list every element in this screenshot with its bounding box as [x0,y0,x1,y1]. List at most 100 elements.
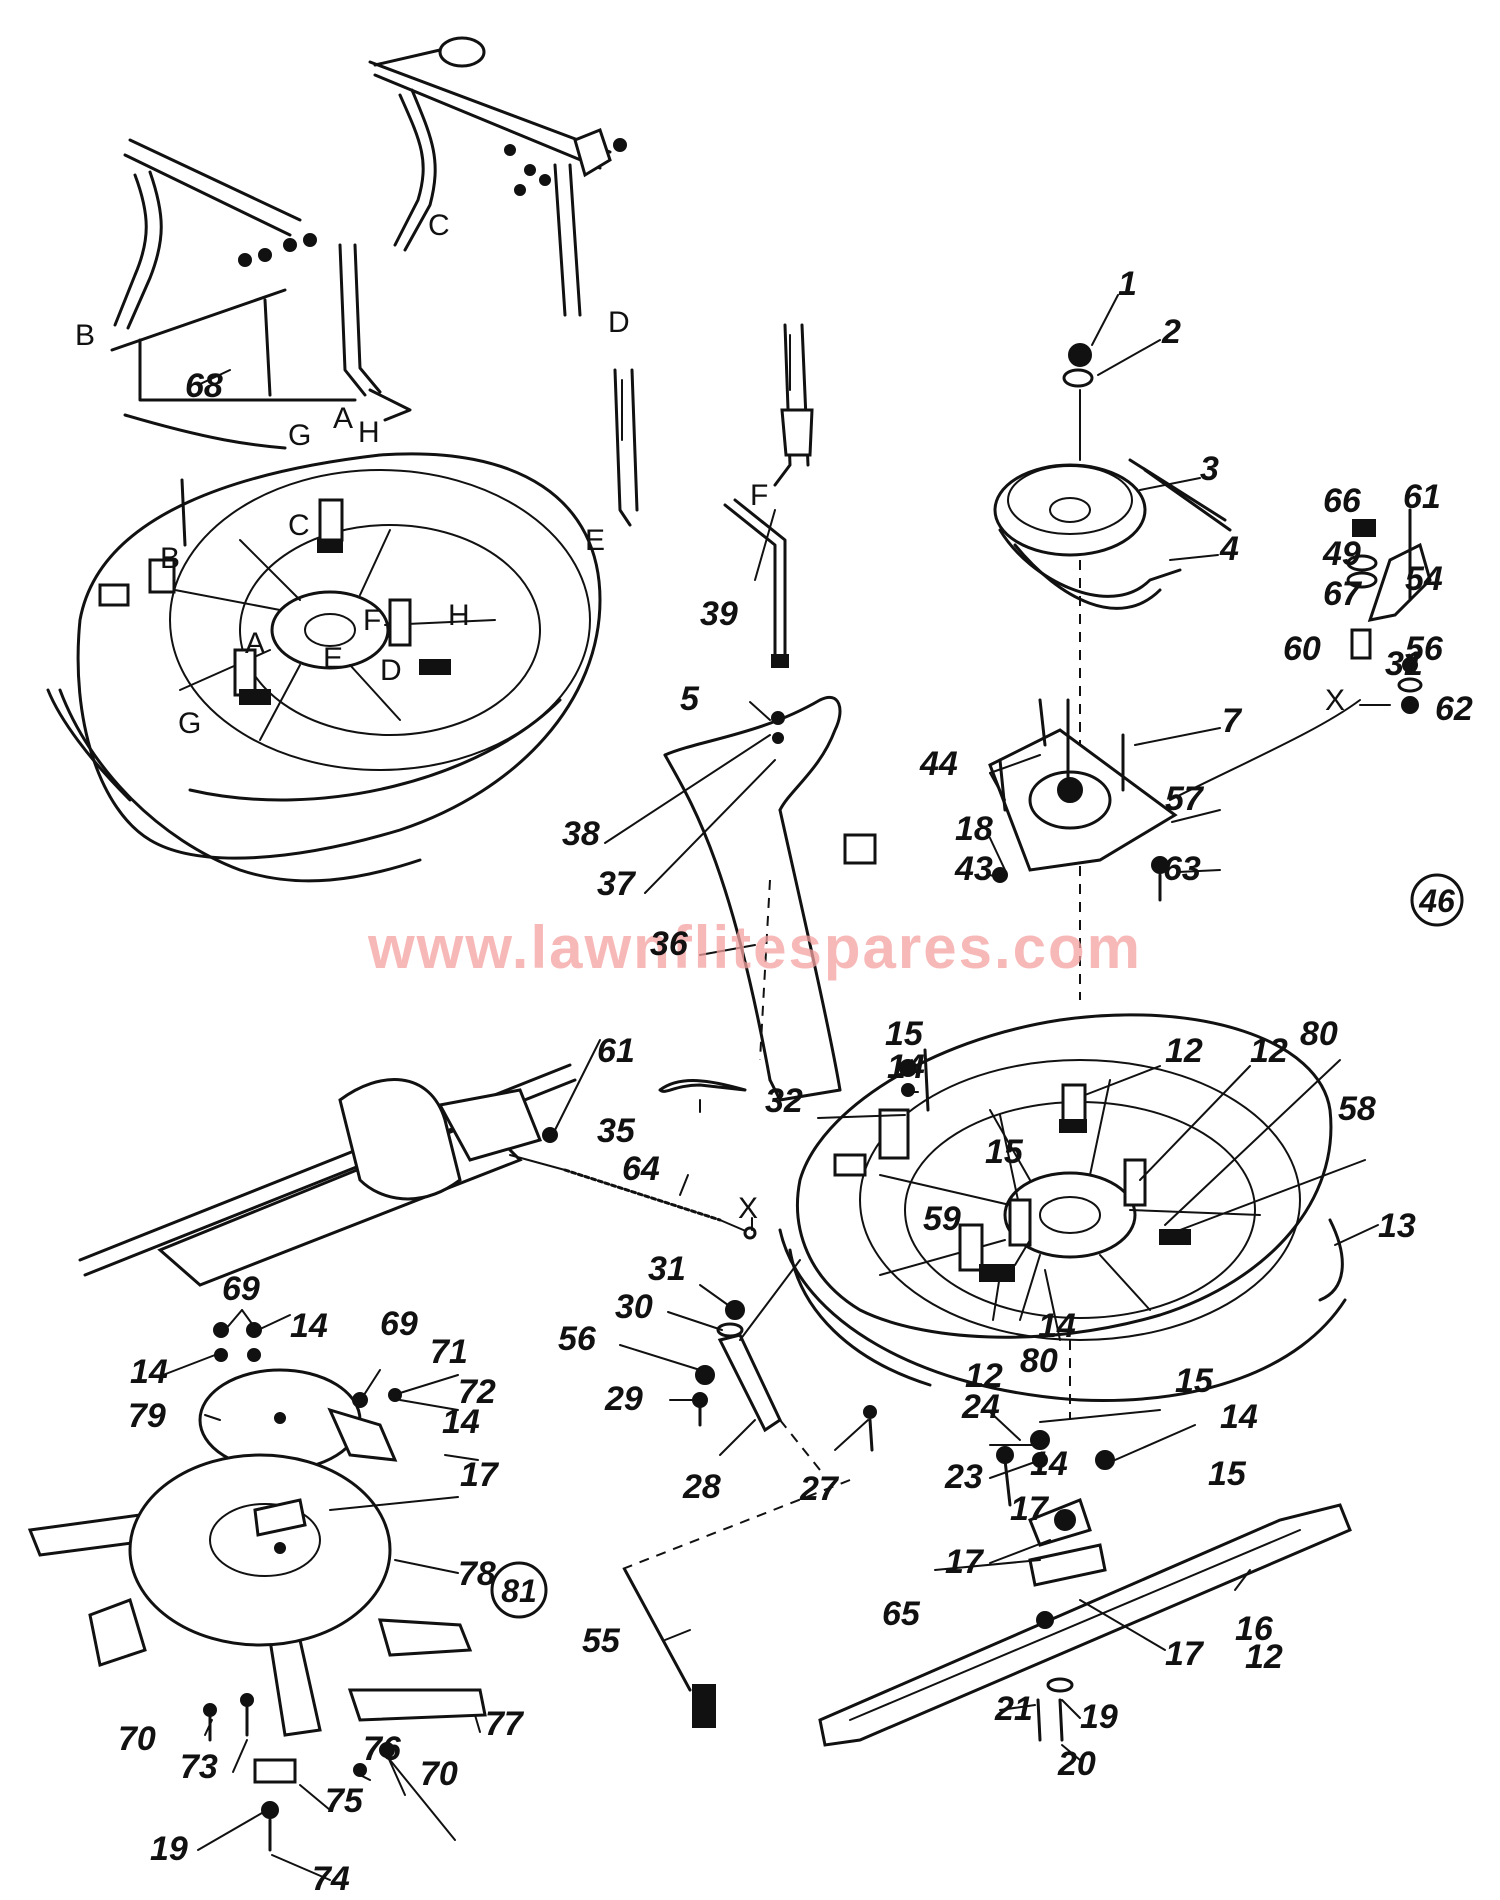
part-label: 4 [1219,530,1239,568]
letter-label: G [178,707,201,740]
part-label: 5 [680,680,700,718]
part-label: 17 [1165,1635,1205,1673]
part-label: 73 [180,1748,218,1786]
part-label: 7 [1222,702,1243,740]
spindle-mount-plate [988,698,1178,902]
letter-label: A [333,402,353,435]
part-labels: 1 2 3 4 5 7 12 12 12 12 13 14 14 14 14 1… [118,265,1473,1898]
idler-arm-hardware [1169,508,1432,801]
part-label: 23 [944,1458,983,1496]
part-label: 56 [558,1320,597,1358]
part-label: 57 [1165,780,1205,818]
part-label: 79 [128,1397,166,1435]
part-label: 12 [965,1357,1003,1395]
leader-lines [162,294,1391,1881]
letter-label: X [738,1192,758,1225]
part-label: 68 [185,367,223,405]
part-label: 38 [562,815,600,853]
height-adjust-linkage [110,36,627,450]
part-label: 72 [458,1373,496,1411]
part-label: 80 [1300,1015,1338,1053]
letter-label: C [428,209,450,242]
part-label: 56 [1405,630,1444,668]
letter-label: F [750,479,768,512]
part-label: 43 [954,850,993,888]
part-label: 60 [1283,630,1321,668]
part-label: 2 [1161,313,1181,351]
part-label: 16 [1235,1610,1274,1648]
letter-label: H [358,416,380,449]
part-label: 28 [682,1468,721,1506]
part-label: 66 [1323,482,1362,520]
part-label: 15 [1208,1455,1247,1493]
part-label: 37 [597,865,637,903]
part-label: 65 [882,1595,921,1633]
part-label: 78 [458,1555,496,1593]
part-label: 12 [1245,1638,1283,1676]
letter-labels: A A B B C C D D E E F F G G H H X X [75,209,1345,1225]
part-label: 35 [597,1112,636,1150]
letter-label: B [75,319,95,352]
single-blade-assembly [818,1340,1352,1747]
pulley-and-belt [993,343,1232,1000]
engagement-lever [723,498,789,744]
height-rods [613,323,814,527]
part-label: 36 [650,925,689,963]
part-label: 3 [1200,450,1219,488]
part-label: 15 [1175,1362,1214,1400]
part-label: 14 [442,1403,480,1441]
part-label: 49 [1322,535,1361,573]
letter-label: D [608,306,630,339]
part-label: 21 [994,1690,1033,1728]
letter-label: H [448,599,470,632]
part-label: 67 [1323,575,1363,613]
letter-label: G [288,419,311,452]
letter-label: E [323,642,343,675]
part-label: 18 [955,810,993,848]
part-label: 15 [985,1133,1024,1171]
blade-assembly-number-badge: 81 [490,1561,548,1619]
part-label: 55 [582,1622,621,1660]
part-label: 14 [1220,1398,1258,1436]
letter-label: D [380,654,402,687]
part-label: 14 [130,1353,168,1391]
part-label: 14 [1038,1307,1076,1345]
mower-deck-housing-upper [46,452,602,883]
part-label: 14 [1030,1445,1068,1483]
part-label: 12 [1250,1032,1288,1070]
part-label: 58 [1338,1090,1376,1128]
diagram-number: 46 [1418,883,1455,919]
part-label: 14 [887,1048,925,1086]
part-label: 30 [615,1288,653,1326]
part-label: 62 [1435,690,1473,728]
multi-blade-assembly [27,1322,487,1852]
part-label: 71 [430,1333,468,1371]
part-label: 15 [885,1015,924,1053]
part-label: 70 [118,1720,156,1758]
part-label: 61 [1403,478,1441,516]
part-label: 80 [1020,1342,1058,1380]
part-label: 31 [648,1250,686,1288]
part-label: 29 [604,1380,643,1418]
part-label: 17 [1010,1490,1050,1528]
part-label: 75 [325,1782,364,1820]
part-label: 74 [312,1860,350,1898]
letter-label: F [363,604,381,637]
letter-label: B [160,542,180,575]
part-label: 27 [799,1470,840,1508]
letter-label: X [1325,684,1345,717]
part-label: 32 [765,1082,803,1120]
tension-spring [509,1154,757,1240]
part-label: 39 [700,595,738,633]
hairpin-clip [658,1079,747,1093]
part-label: 70 [420,1755,458,1793]
transaxle [78,1063,577,1287]
part-label: 24 [961,1388,1000,1426]
part-label: 69 [380,1305,418,1343]
part-label: 19 [1080,1698,1118,1736]
mower-deck-housing-main [778,1013,1347,1402]
watermark: www.lawnflitespares.com [367,914,1142,981]
part-label: 1 [1118,265,1137,303]
diagram-number-badge: 46 [1410,873,1464,927]
letter-label: A [245,627,265,660]
